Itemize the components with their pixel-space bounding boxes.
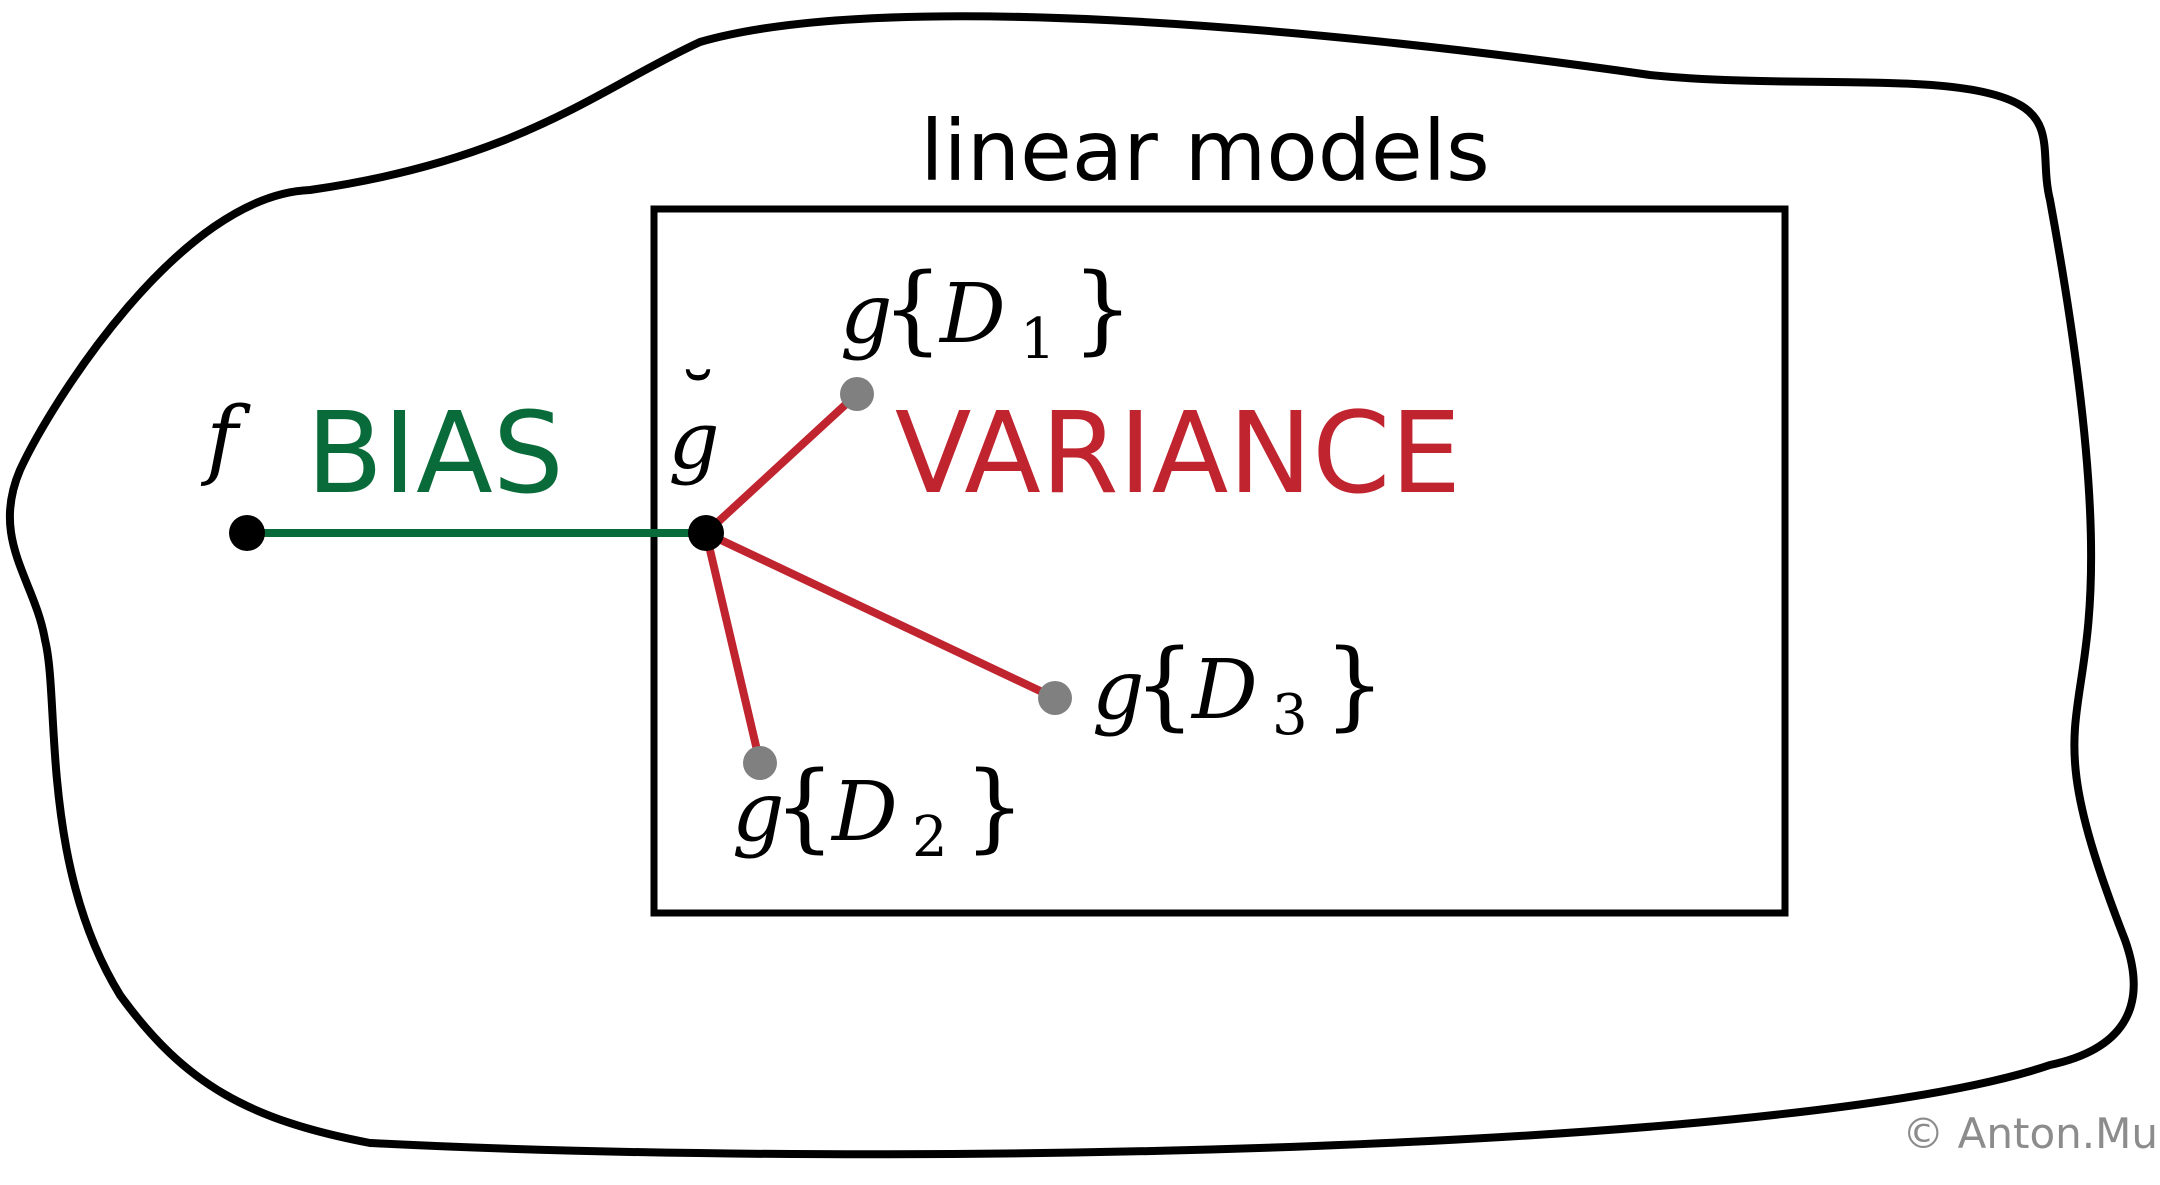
copyright-text: © Anton.Mu (1902, 1109, 2158, 1158)
sample-label-3: g { D 3 } (1092, 629, 1385, 752)
breve-accent: ˘ (678, 358, 718, 451)
f-label: f (200, 389, 251, 489)
bias-label: BIAS (306, 389, 564, 519)
subscript: 1 (1020, 307, 1056, 372)
close-brace: } (1072, 253, 1133, 365)
subscript: 3 (1272, 683, 1308, 748)
subscript: 2 (912, 805, 948, 870)
variance-line-2 (702, 532, 764, 764)
sample-point-3 (1038, 681, 1072, 715)
d-symbol: D (1190, 643, 1258, 738)
hypothesis-space-outline (5, 12, 2138, 1159)
close-brace: } (1324, 629, 1385, 741)
average-hypothesis-point (688, 515, 724, 551)
g-symbol: g (840, 267, 893, 362)
variance-line-3 (704, 529, 1057, 702)
sample-point-2 (743, 746, 777, 780)
open-brace: { (774, 751, 835, 863)
g-symbol: g (732, 765, 785, 860)
sample-label-1: g { D 1 } (840, 253, 1133, 376)
variance-line-1 (703, 391, 860, 536)
sample-point-1 (840, 377, 874, 411)
open-brace: { (1134, 629, 1195, 741)
average-hypothesis-label: g (668, 394, 719, 487)
d-symbol: D (938, 267, 1006, 362)
linear-models-title: linear models (920, 102, 1490, 200)
variance-label: VARIANCE (895, 389, 1461, 519)
target-point-f (229, 515, 265, 551)
open-brace: { (882, 253, 943, 365)
g-symbol: g (1092, 643, 1145, 738)
d-symbol: D (830, 765, 898, 860)
sample-label-2: g { D 2 } (732, 751, 1025, 874)
linear-models-box (650, 205, 1789, 917)
close-brace: } (964, 751, 1025, 863)
